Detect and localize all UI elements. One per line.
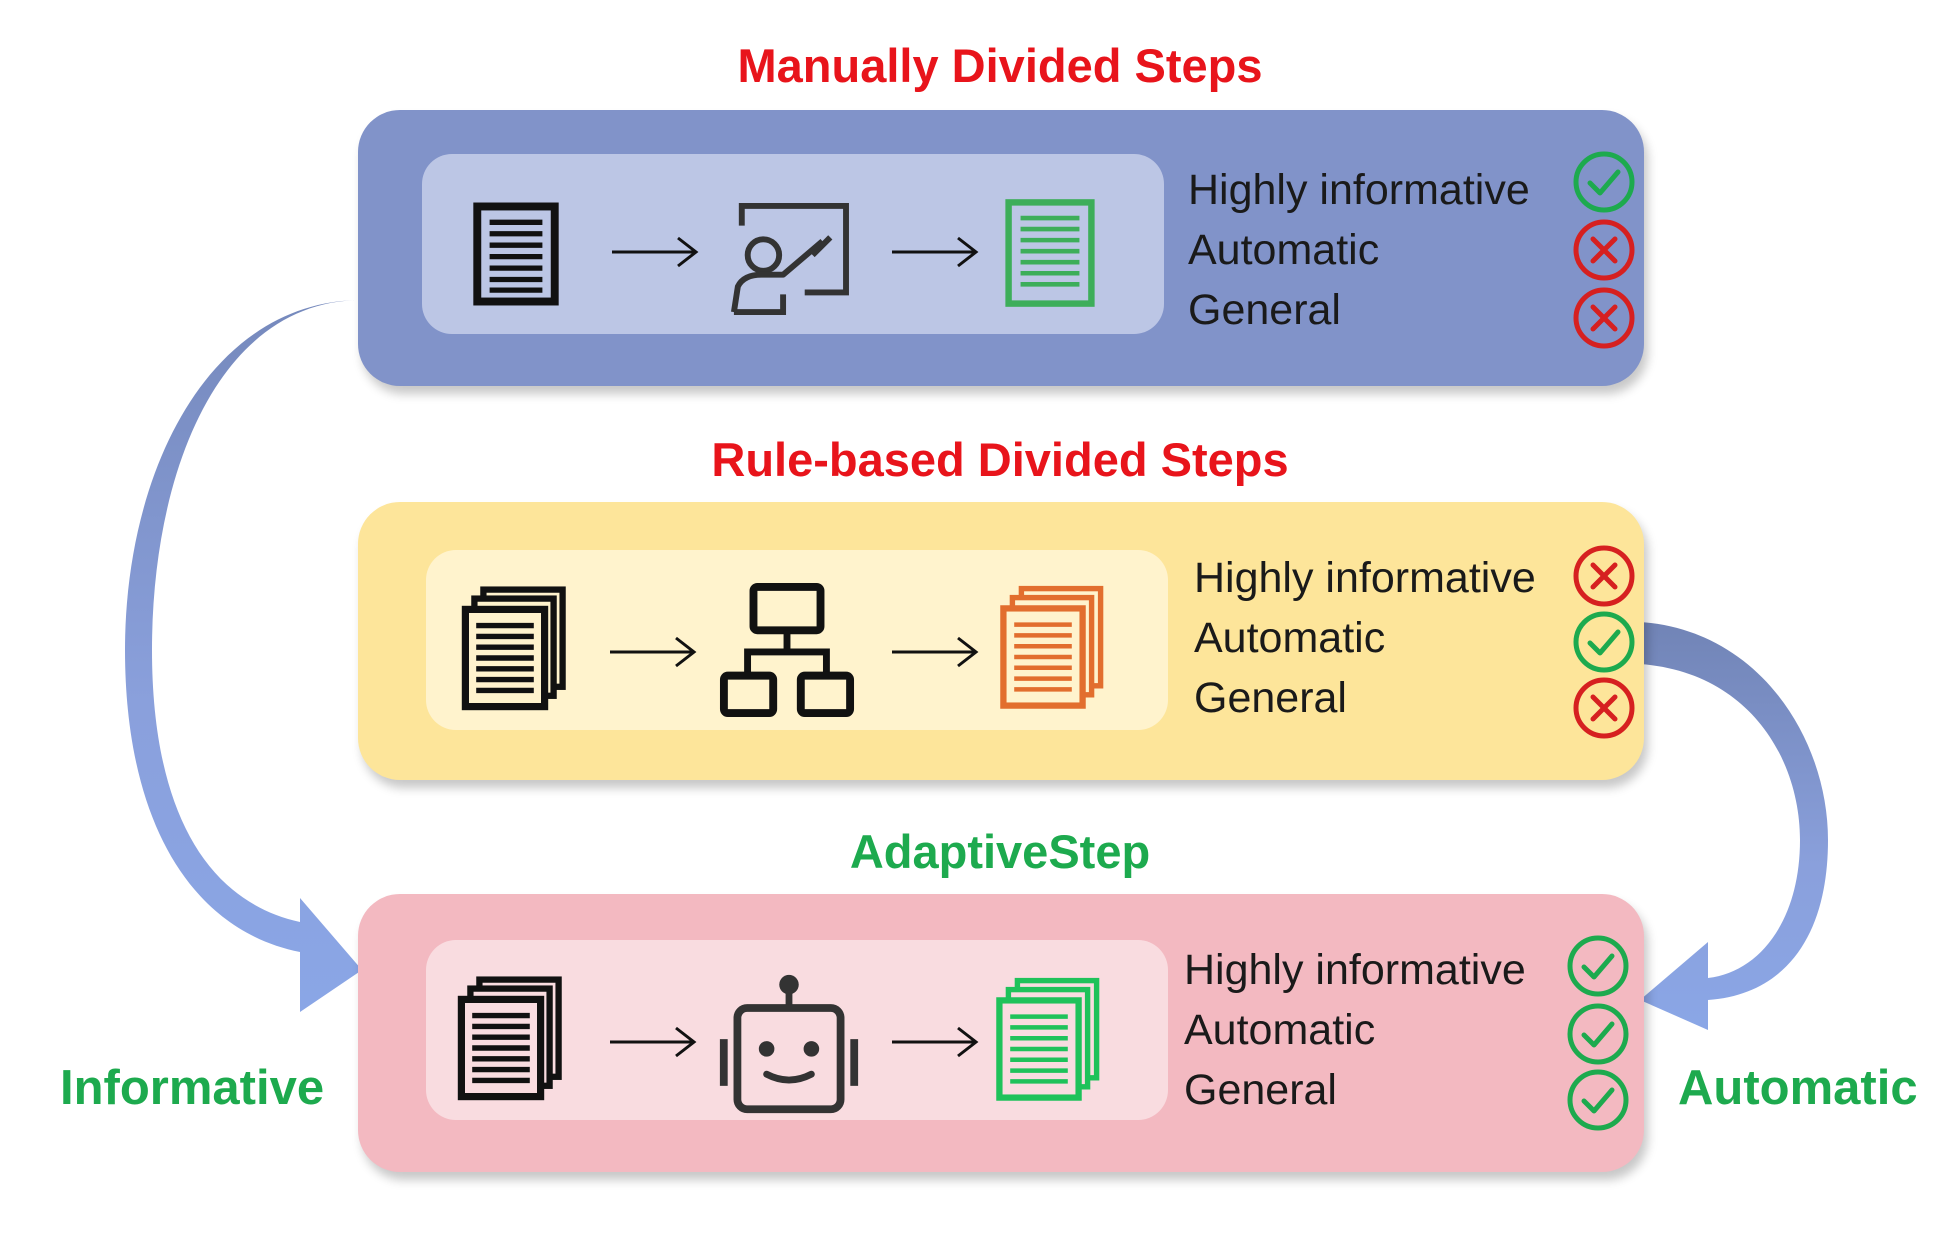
document-stack-icon [457, 976, 562, 1101]
attribute-label: General [1194, 674, 1347, 722]
manual-title: Manually Divided Steps [737, 39, 1263, 92]
check-icon [1567, 1069, 1629, 1131]
flow-arrow-icon [892, 636, 979, 668]
cross-icon [1573, 219, 1635, 281]
check-icon [1573, 611, 1635, 673]
check-icon [1573, 151, 1635, 213]
cross-icon [1573, 545, 1635, 607]
informative-label: Informative [60, 1061, 325, 1115]
flow-arrow-icon [610, 1026, 697, 1058]
attribute-label: Highly informative [1184, 946, 1526, 994]
check-icon [1567, 1003, 1629, 1065]
attribute-label: Highly informative [1194, 554, 1536, 602]
attribute-label: Highly informative [1188, 166, 1530, 214]
attribute-label: Automatic [1194, 614, 1386, 662]
automatic-label: Automatic [1678, 1061, 1918, 1115]
green-document-stack-icon [996, 977, 1100, 1101]
rule-panel: Highly informative Automatic General [358, 502, 1644, 780]
orange-document-stack-icon [1000, 585, 1104, 709]
flow-arrow-icon [892, 236, 979, 268]
robot-icon [719, 974, 859, 1114]
green-document-icon [1005, 199, 1095, 307]
attribute-label: General [1184, 1066, 1337, 1114]
document-icon [473, 202, 559, 306]
cross-icon [1573, 677, 1635, 739]
adaptive-title: AdaptiveStep [849, 825, 1151, 878]
right-curved-arrow [1640, 622, 1828, 1030]
cross-icon [1573, 287, 1635, 349]
manual-panel: Highly informative Automatic General [358, 110, 1644, 386]
teacher-board-icon [731, 202, 849, 316]
attribute-label: General [1188, 286, 1341, 334]
left-curved-arrow [125, 244, 362, 1012]
document-stack-icon [461, 586, 566, 711]
attribute-label: Automatic [1184, 1006, 1376, 1054]
hierarchy-icon [719, 582, 855, 718]
rule-flow-box [426, 550, 1168, 730]
flow-arrow-icon [892, 1026, 979, 1058]
flow-arrow-icon [612, 236, 699, 268]
adaptive-flow-box [426, 940, 1168, 1120]
flow-arrow-icon [610, 636, 697, 668]
attribute-label: Automatic [1188, 226, 1380, 274]
adaptive-panel: Highly informative Automatic General [358, 894, 1644, 1172]
check-icon [1567, 935, 1629, 997]
manual-flow-box [422, 154, 1164, 334]
rule-title: Rule-based Divided Steps [711, 433, 1289, 486]
